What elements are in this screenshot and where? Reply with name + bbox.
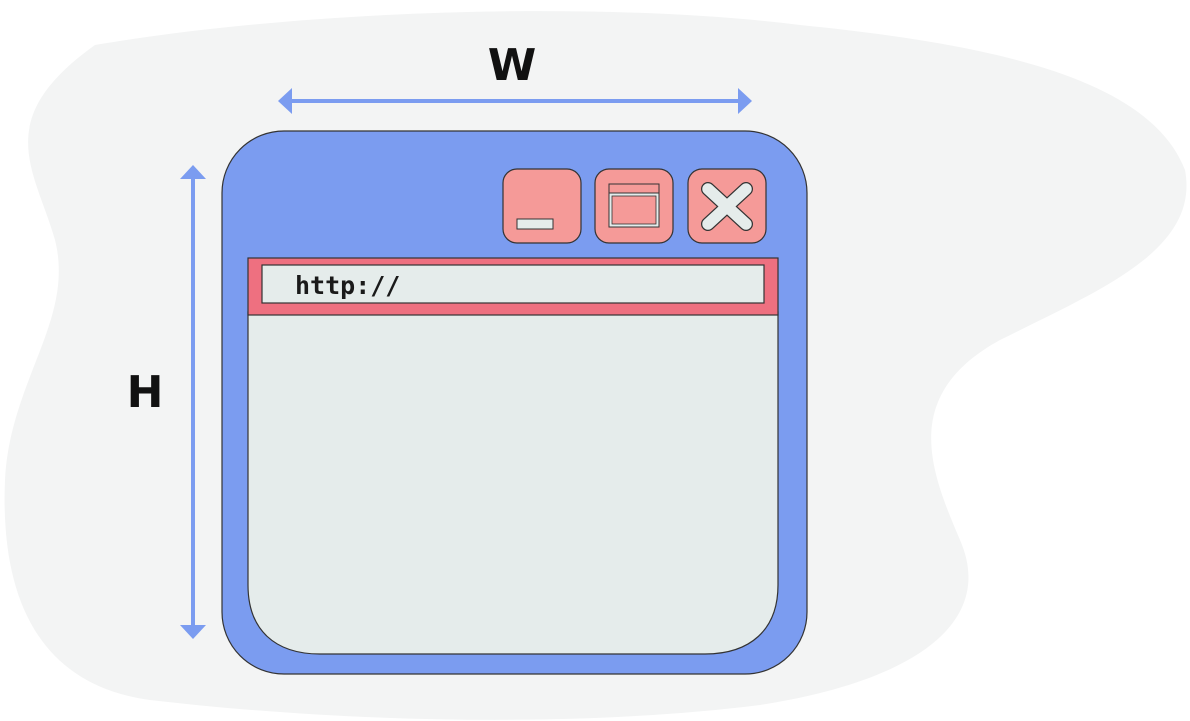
height-dimension-arrow (180, 165, 206, 639)
maximize-icon (608, 183, 660, 228)
close-icon (701, 182, 753, 231)
content-area (247, 311, 779, 655)
width-dimension-arrow (278, 88, 752, 114)
width-label: W (488, 40, 537, 91)
minimize-icon (516, 218, 554, 230)
close-button[interactable] (687, 168, 767, 244)
minimize-button[interactable] (502, 168, 582, 244)
maximize-button[interactable] (594, 168, 674, 244)
height-label: H (127, 367, 164, 418)
address-url-text: http:// (295, 271, 400, 300)
address-input[interactable] (261, 264, 765, 304)
